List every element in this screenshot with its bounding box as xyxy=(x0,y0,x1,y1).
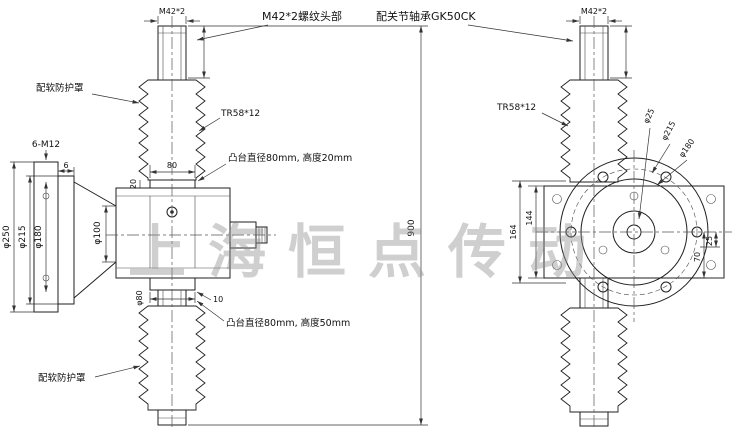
dim-spigot-label: φ180 xyxy=(34,225,44,248)
labels: M42*2螺纹头部 配关节轴承GK50CK M42*2 M42*2 配软防护罩 … xyxy=(2,7,714,384)
screw-spec-right: TR58*12 xyxy=(496,103,536,113)
dim-bolt-circle-label: φ215 xyxy=(18,225,28,248)
centerlines xyxy=(106,16,732,428)
dim-70-label: 70 xyxy=(693,252,702,262)
hub-circle xyxy=(612,210,656,254)
cone-top-line xyxy=(73,181,117,207)
dim-900 xyxy=(419,26,423,425)
boss-top-note: 凸台直径80mm, 高度20mm xyxy=(228,152,352,164)
cone-bottom-line xyxy=(73,261,117,299)
assembly-screw xyxy=(660,245,670,255)
soft-cover-note-bottom: 配软防护罩 xyxy=(38,372,86,384)
dim-plate-label: 6 xyxy=(63,161,68,170)
soft-cover-note-top: 配软防护罩 xyxy=(36,82,84,94)
left-view-geometry xyxy=(33,25,268,426)
dim-164-label: 164 xyxy=(509,224,518,239)
dim-neck-label: φ100 xyxy=(93,221,103,244)
corner-bolt xyxy=(552,260,562,270)
flange-plate-outer xyxy=(33,161,59,313)
dim-boss-label: φ80 xyxy=(135,290,144,305)
corner-bolt xyxy=(552,194,562,204)
bearing-note: 配关节轴承GK50CK xyxy=(376,9,476,23)
corner-bolt xyxy=(706,260,716,270)
assembly-screw xyxy=(598,245,608,255)
dim-boss-width-label: 80 xyxy=(167,161,177,170)
bolt-hole xyxy=(660,171,672,183)
dim-144-label: 144 xyxy=(525,210,534,225)
dim-boss-height-label: 20 xyxy=(129,179,138,189)
watermark-text: 上海恒点传动 xyxy=(128,218,608,286)
bolt-spec-label: 6-M12 xyxy=(32,140,60,150)
bolt-hole xyxy=(597,281,609,293)
dim-total-height-label: 900 xyxy=(407,219,417,236)
bolt-hole xyxy=(597,171,609,183)
dim-10-label: 10 xyxy=(213,295,223,304)
thread-head-note: M42*2螺纹头部 xyxy=(262,9,342,23)
thread-label-left: M42*2 xyxy=(159,7,185,16)
corner-bolt xyxy=(706,194,716,204)
dimension-lines xyxy=(10,16,724,426)
thread-label-right: M42*2 xyxy=(581,7,607,16)
bolt-circle xyxy=(570,168,698,296)
boss-bottom-note: 凸台直径80mm, 高度50mm xyxy=(226,317,350,329)
screw-spec-left: TR58*12 xyxy=(220,109,260,119)
dim-flange-od-label: φ250 xyxy=(2,225,12,248)
bolt-hole xyxy=(660,281,672,293)
dim-25-label: 25 xyxy=(705,236,714,246)
